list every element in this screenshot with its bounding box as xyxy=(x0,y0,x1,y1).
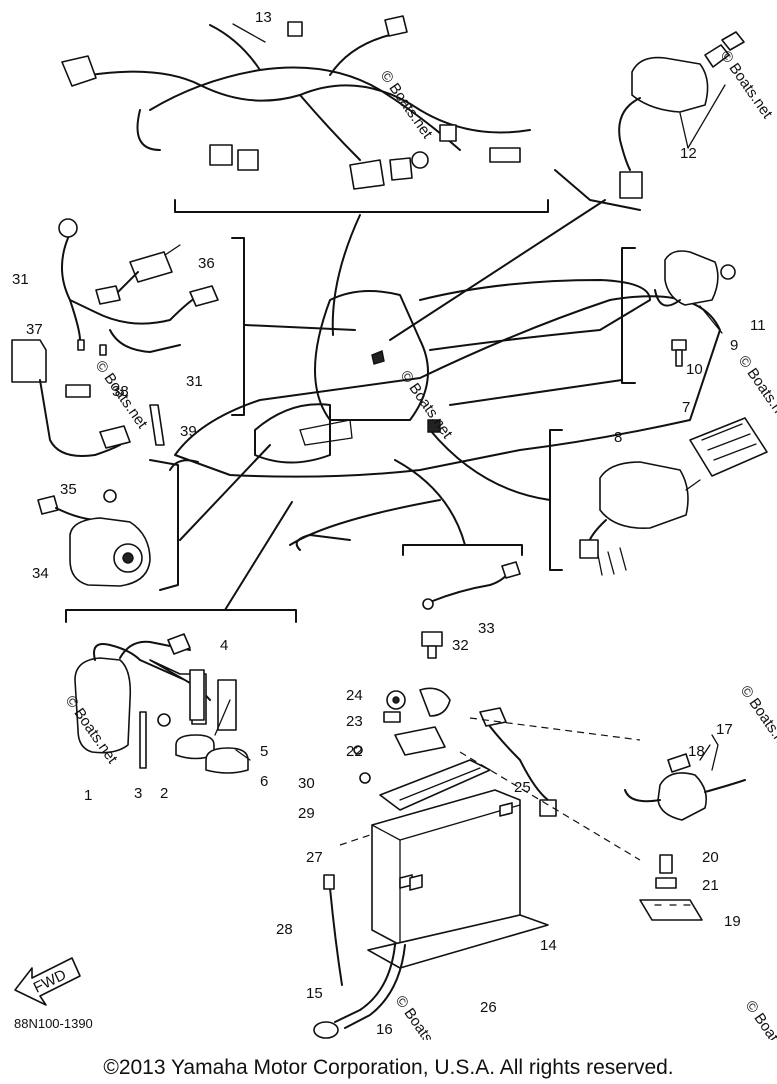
handlebar-switch-wiring xyxy=(58,218,219,356)
fwd-arrow-icon: FWD xyxy=(14,957,81,1006)
leader-arrows xyxy=(179,199,623,611)
battery-parts xyxy=(313,687,641,1039)
callout-29: 29 xyxy=(298,805,315,822)
callout-7: 7 xyxy=(682,399,690,416)
callout-37: 37 xyxy=(26,321,43,338)
callout-4: 4 xyxy=(220,637,228,654)
callout-1: 1 xyxy=(84,787,92,804)
callout-31: 31 xyxy=(12,271,29,288)
callout-22: 22 xyxy=(346,743,363,760)
callout-9: 9 xyxy=(730,337,738,354)
callout-14: 14 xyxy=(540,937,557,954)
starter-parts xyxy=(37,489,151,587)
callout-5: 5 xyxy=(260,743,268,760)
callout-20: 20 xyxy=(702,849,719,866)
callout-labels: 13 12 36 31 31 37 38 39 35 34 11 9 10 7 … xyxy=(12,9,766,1038)
callout-32: 32 xyxy=(452,637,469,654)
copyright-notice: ©2013 Yamaha Motor Corporation, U.S.A. A… xyxy=(103,1056,674,1079)
callout-3: 3 xyxy=(134,785,142,802)
callout-6: 6 xyxy=(260,773,268,790)
callout-21: 21 xyxy=(702,877,719,894)
callout-26: 26 xyxy=(480,999,497,1016)
ignition-coil-parts xyxy=(74,633,251,774)
rectifier-parts xyxy=(579,417,768,576)
callout-8: 8 xyxy=(614,429,622,446)
callout-39: 39 xyxy=(180,423,197,440)
svg-text:© Boats.net: © Boats.net xyxy=(735,353,777,428)
svg-text:© Boats.net: © Boats.net xyxy=(392,993,451,1040)
callout-38: 38 xyxy=(112,383,129,400)
callout-34: 34 xyxy=(32,565,49,582)
callout-30: 30 xyxy=(298,775,315,792)
callout-28: 28 xyxy=(276,921,293,938)
callout-19: 19 xyxy=(724,913,741,930)
svg-text:© Boats.net: © Boats.net xyxy=(737,683,777,758)
group-brackets xyxy=(65,169,641,623)
diagram-code: 88N100-1390 xyxy=(14,1016,93,1031)
callout-13: 13 xyxy=(255,9,272,26)
callout-33: 33 xyxy=(478,620,495,637)
svg-text:© Boats.net: © Boats.net xyxy=(742,998,777,1040)
parts-diagram: FWD © Boats.net © Boats.net © Boats.net … xyxy=(11,9,777,1040)
callout-27: 27 xyxy=(306,849,323,866)
main-switch xyxy=(618,31,745,199)
callout-31: 31 xyxy=(186,373,203,390)
callout-12: 12 xyxy=(680,145,697,162)
stop-switch-parts xyxy=(11,339,165,457)
callout-18: 18 xyxy=(688,743,705,760)
cdi-unit-parts xyxy=(654,250,736,367)
snowmobile-outline xyxy=(169,279,721,551)
callout-10: 10 xyxy=(686,361,703,378)
svg-text:© Boats.net: © Boats.net xyxy=(377,68,436,143)
wire-harness xyxy=(61,15,531,190)
callout-25: 25 xyxy=(514,779,531,796)
callout-15: 15 xyxy=(306,985,323,1002)
callout-11: 11 xyxy=(750,317,766,334)
callout-24: 24 xyxy=(346,687,363,704)
callout-35: 35 xyxy=(60,481,77,498)
relay-parts xyxy=(624,734,746,921)
callout-23: 23 xyxy=(346,713,363,730)
callout-16: 16 xyxy=(376,1021,393,1038)
callout-2: 2 xyxy=(160,785,168,802)
svg-text:© Boats.net: © Boats.net xyxy=(397,368,456,443)
callout-17: 17 xyxy=(716,721,733,738)
callout-36: 36 xyxy=(198,255,215,272)
sensor-parts xyxy=(421,561,521,659)
